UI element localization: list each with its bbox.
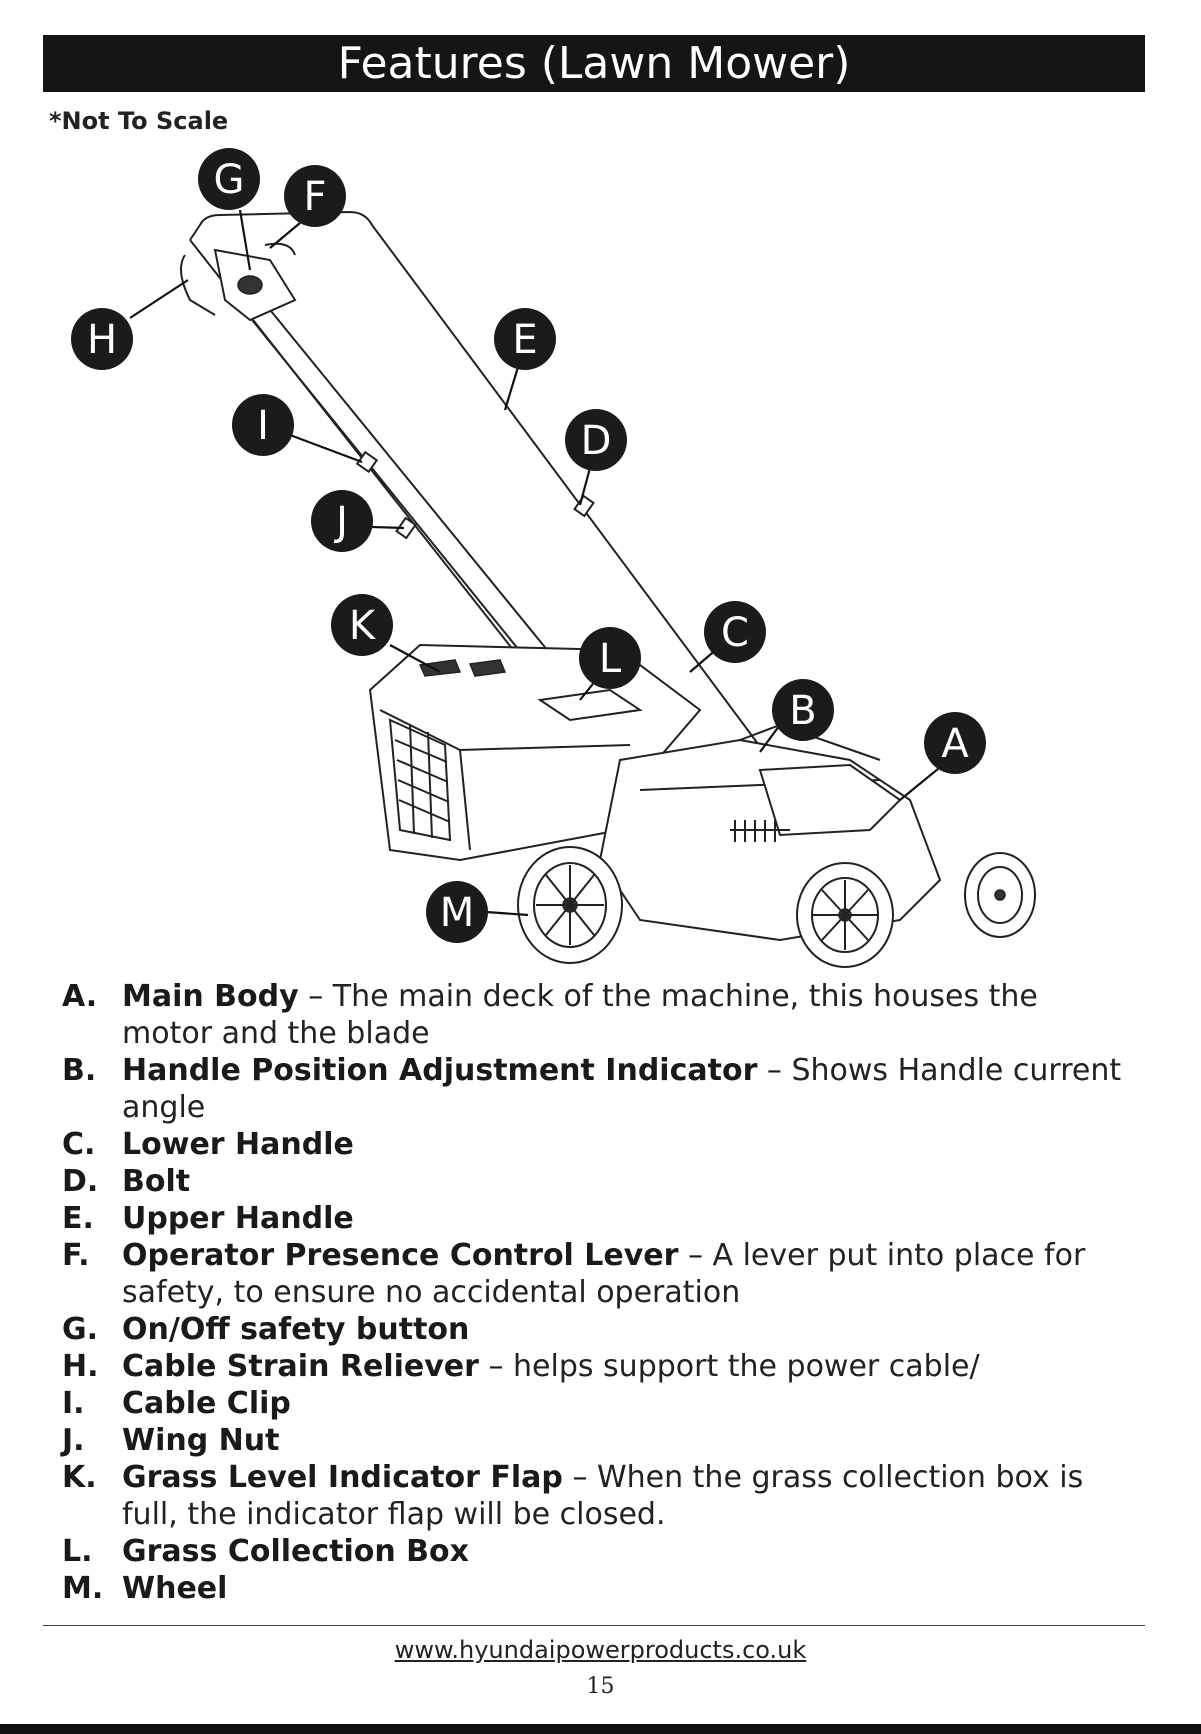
feature-item-d: D. Bolt [62, 1163, 1132, 1200]
feature-name: Cable Clip [122, 1386, 291, 1421]
feature-description: Shows Handle current angle [122, 1053, 1122, 1125]
feature-name: Upper Handle [122, 1201, 354, 1236]
svg-text:D: D [581, 418, 612, 464]
leader-k [389, 644, 441, 673]
callout-i: I [232, 394, 294, 456]
svg-text:I: I [257, 403, 269, 449]
svg-text:A: A [941, 721, 969, 767]
feature-letter: M. [62, 1571, 104, 1606]
feature-separator: – [757, 1053, 792, 1088]
callout-g: G [198, 148, 260, 210]
mower-illustration [180, 210, 1036, 968]
feature-item-b: B. Handle Position Adjustment Indicator –… [62, 1052, 1132, 1126]
feature-name: Cable Strain Reliever [122, 1349, 479, 1384]
rear-wheel [517, 846, 623, 964]
lawn-mower-diagram: A B C D E F G H I J K L M [71, 148, 1036, 968]
footer-website-link[interactable]: www.hyundaipowerproducts.co.uk [394, 1636, 807, 1664]
feature-item-m: M. Wheel [62, 1570, 1132, 1607]
feature-description: helps support the power cable/ [513, 1349, 980, 1384]
front-right-wheel [964, 852, 1036, 938]
callout-d: D [565, 409, 627, 471]
feature-separator: – [562, 1460, 597, 1495]
callout-b: B [772, 679, 834, 741]
svg-text:B: B [789, 688, 816, 734]
callout-k: K [331, 594, 393, 656]
feature-description: When the grass collection box is full, t… [122, 1460, 1084, 1532]
feature-item-f: F. Operator Presence Control Lever – A le… [62, 1237, 1132, 1311]
feature-separator: – [298, 979, 333, 1014]
svg-text:G: G [214, 157, 245, 203]
feature-name: Bolt [122, 1164, 191, 1199]
front-wheel [796, 862, 894, 968]
leader-f [269, 222, 301, 249]
feature-item-i: I. Cable Clip [62, 1385, 1132, 1422]
page-number: 15 [586, 1674, 615, 1699]
leader-e [503, 366, 520, 411]
feature-description: A lever put into place for safety, to en… [122, 1238, 1086, 1310]
feature-name: Handle Position Adjustment Indicator [122, 1053, 758, 1088]
svg-text:M: M [440, 890, 475, 936]
feature-item-c: C. Lower Handle [62, 1126, 1132, 1163]
leader-m [485, 910, 529, 917]
feature-letter: F. [62, 1238, 90, 1273]
feature-separator: – [478, 1349, 514, 1384]
feature-name: Grass Collection Box [122, 1534, 470, 1569]
svg-text:E: E [512, 317, 537, 363]
feature-letter: D. [62, 1164, 99, 1199]
svg-text:C: C [721, 610, 749, 656]
feature-letter: L. [62, 1534, 93, 1569]
leader-j [371, 525, 405, 530]
scale-note: *Not To Scale [49, 107, 229, 135]
callout-a: A [924, 712, 986, 774]
grass-box-mesh [388, 718, 452, 842]
feature-name: On/Off safety button [122, 1312, 470, 1347]
feature-letter: E. [62, 1201, 94, 1236]
svg-text:K: K [349, 603, 377, 649]
svg-text:L: L [599, 636, 622, 682]
feature-item-a: A. Main Body – The main deck of the machi… [62, 978, 1132, 1052]
footer-divider [43, 1625, 1145, 1626]
leader-i [289, 433, 363, 464]
feature-name: Wheel [122, 1571, 228, 1606]
callout-f: F [284, 165, 346, 227]
callout-j: J [311, 490, 373, 552]
feature-item-e: E. Upper Handle [62, 1200, 1132, 1237]
callout-m: M [426, 881, 488, 943]
leader-d [578, 467, 592, 506]
feature-item-g: G. On/Off safety button [62, 1311, 1132, 1348]
feature-letter: G. [62, 1312, 99, 1347]
svg-text:J: J [333, 499, 348, 545]
feature-letter: A. [62, 979, 98, 1014]
callout-h: H [71, 308, 133, 370]
feature-separator: – [678, 1238, 713, 1273]
feature-name: Operator Presence Control Lever [122, 1238, 679, 1273]
feature-name: Main Body [122, 979, 299, 1014]
feature-letter: I. [62, 1386, 85, 1421]
feature-item-l: L. Grass Collection Box [62, 1533, 1132, 1570]
feature-letter: J. [62, 1423, 85, 1458]
bottom-edge-strip [0, 1724, 1201, 1734]
svg-text:H: H [87, 317, 117, 363]
feature-letter: K. [62, 1460, 97, 1495]
leader-g [238, 209, 252, 271]
feature-letter: B. [62, 1053, 97, 1088]
leader-h [129, 279, 189, 319]
feature-item-j: J. Wing Nut [62, 1422, 1132, 1459]
callout-l: L [579, 627, 641, 689]
feature-item-k: K. Grass Level Indicator Flap – When the … [62, 1459, 1132, 1533]
feature-letter: H. [62, 1349, 99, 1384]
feature-name: Grass Level Indicator Flap [122, 1460, 563, 1495]
callout-c: C [704, 601, 766, 663]
feature-description: The main deck of the machine, this house… [122, 979, 1038, 1051]
feature-list: A. Main Body – The main deck of the machi… [62, 978, 1132, 1607]
page-title: Features (Lawn Mower) [43, 35, 1145, 92]
svg-text:F: F [303, 174, 326, 220]
feature-item-h: H. Cable Strain Reliever – helps support … [62, 1348, 1132, 1385]
feature-letter: C. [62, 1127, 96, 1162]
feature-name: Lower Handle [122, 1127, 354, 1162]
callout-e: E [494, 308, 556, 370]
feature-name: Wing Nut [122, 1423, 280, 1458]
